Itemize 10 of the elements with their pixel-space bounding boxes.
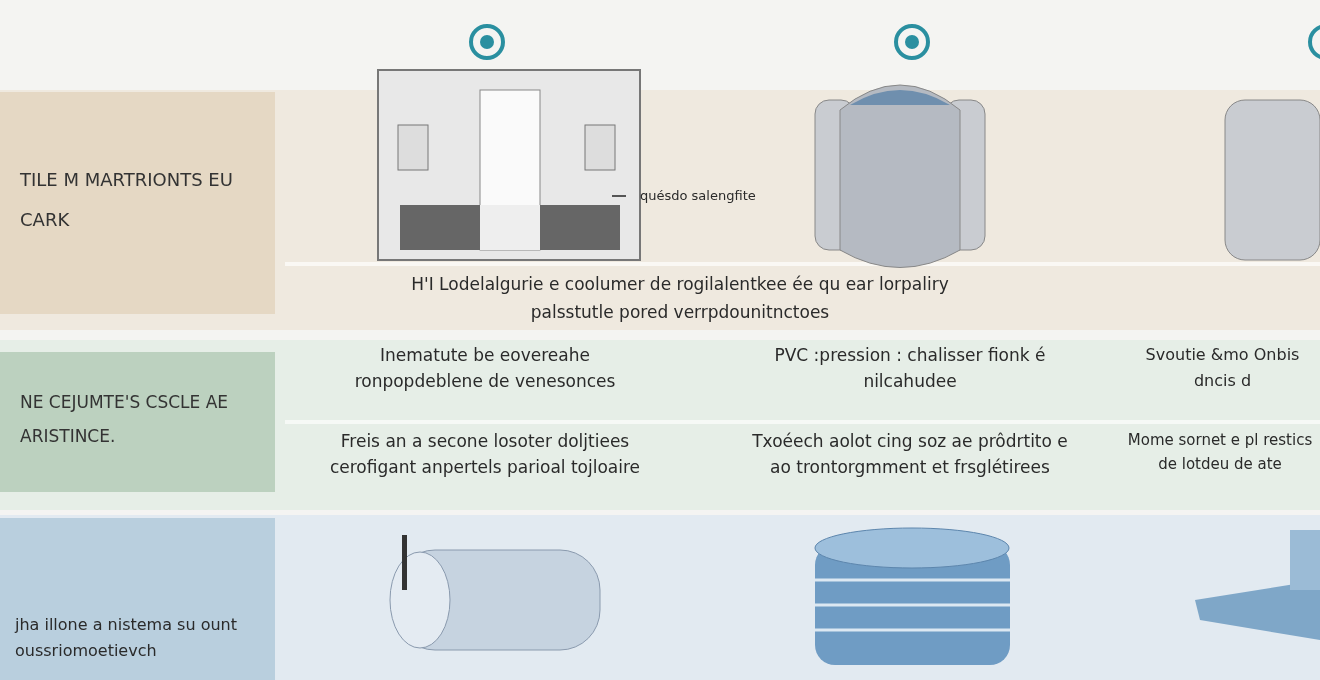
cell-text: Txoéech aolot cing soz ae prôdrtito e ao trontorgmment et frsglétirees	[751, 430, 1069, 479]
row-heading: TILE M MARTRIONTS EU CARK	[20, 168, 234, 232]
row-heading: NE CEJUMTE'S CSCLE AE ARISTINCE.	[20, 391, 230, 448]
cell-text: PVC :pression : chalisser fionk é nilcahudee	[773, 344, 1047, 393]
note-text: H'I Lodelalgurie e coolumer de rogilalentkee ée qu ear lorpaliry palsstutle pored verrpdounitnctoes	[410, 273, 950, 324]
cell-text: Inematute be eovereahe ronpopdeblene de venesonces	[353, 344, 617, 393]
cell-text: Freis an a secone losoter doljtiees cerofigant anpertels parioal tojloaire	[328, 430, 642, 479]
cell-text: Svoutie &mo Onbis dncis d	[1144, 344, 1301, 392]
row-heading: jha illone a nistema su ount oussriomoetievch	[15, 614, 238, 662]
cell-text: Mome sornet e pl restics de lotdeu de ate	[1126, 430, 1314, 475]
